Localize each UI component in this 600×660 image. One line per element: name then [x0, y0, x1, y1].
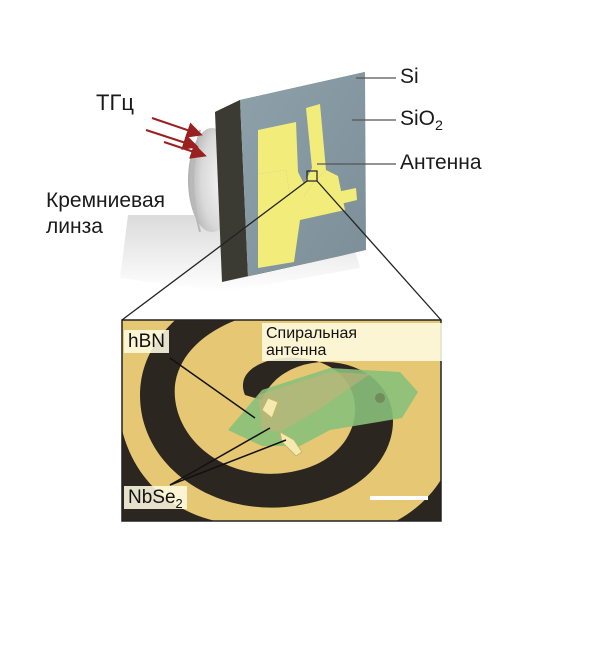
nbse2-contact-2 [279, 431, 303, 457]
antenna-pad-lower [258, 170, 345, 268]
antenna-zoom-box [306, 170, 318, 182]
zoom-line-right [316, 180, 442, 321]
nbse2-pointer-1 [169, 427, 271, 486]
hbn-label: hBN [124, 330, 169, 353]
nbse2-label: NbSe2 [124, 486, 187, 509]
hbn-flake-light [258, 372, 370, 432]
sio2-label-sub: 2 [435, 117, 443, 134]
antenna-label: Антенна [400, 151, 482, 174]
antenna-pad-lower-right [318, 188, 357, 208]
micrograph [122, 320, 441, 521]
thz-arrow-1 [151, 117, 203, 138]
nbse2-pointer-2 [169, 439, 287, 486]
spiral-dark-arm [140, 320, 393, 508]
micrograph-frame [121, 319, 442, 522]
thz-arrow-3 [163, 141, 207, 159]
thz-label: ТГц [96, 90, 134, 115]
scale-bar [370, 496, 428, 500]
antenna-pad-upper [258, 104, 326, 196]
chip-side-edge [215, 100, 248, 282]
spiral-antenna-label: Спиральная антенна [262, 323, 442, 361]
spiral-dark-arm-outer [395, 479, 441, 521]
nbse2-label-sub: 2 [175, 495, 183, 511]
nbse2-label-base: NbSe [128, 487, 176, 508]
sio2-label: SiO2 [400, 107, 443, 133]
spiral-label-line2: антенна [266, 342, 327, 359]
lens-label-line1: Кремниевая [46, 189, 166, 212]
chip-bottom-edge [222, 250, 366, 282]
flake-dot [375, 393, 385, 403]
hbn-pointer [169, 357, 256, 419]
spiral-label-line1: Спиральная [266, 325, 358, 342]
sio2-label-base: SiO [400, 107, 436, 130]
si-label: Si [400, 65, 419, 88]
thz-arrow-2 [145, 129, 199, 150]
lens-label-line2: линза [46, 215, 103, 238]
zoom-line-left [121, 180, 308, 321]
nbse2-contact-1 [261, 397, 279, 419]
